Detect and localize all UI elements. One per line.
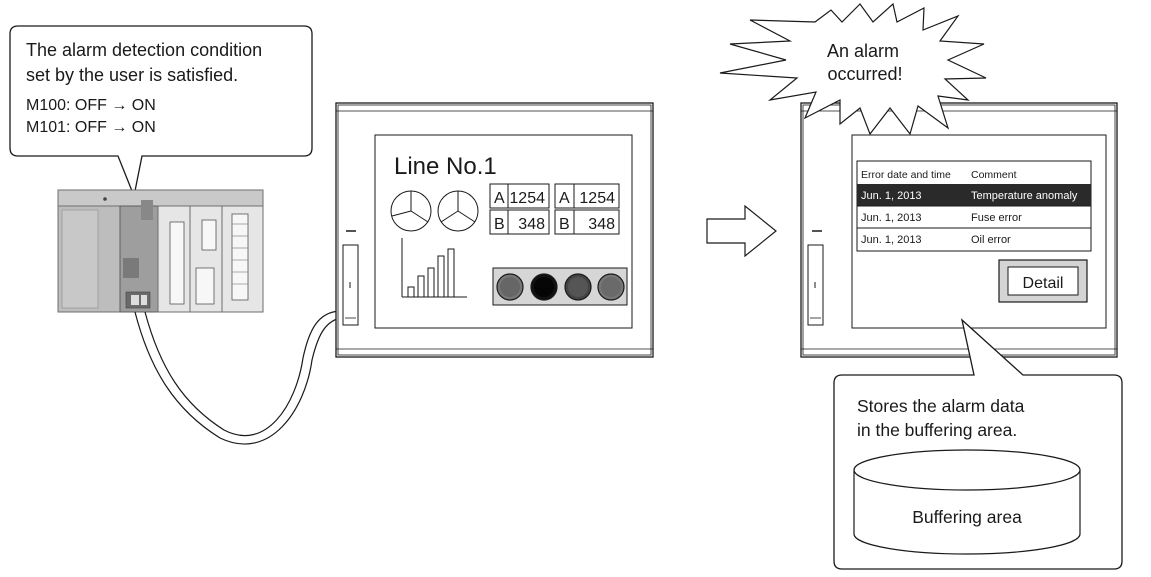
starburst-line2: occurred! [827,64,902,84]
lamp-panel [492,267,628,306]
meter-label: A [559,190,570,207]
table-row-date[interactable]: Jun. 1, 2013 [861,234,922,246]
buffering-area-cylinder-icon: Buffering area [853,449,1081,555]
condition-text-line2: set by the user is satisfied. [26,65,238,85]
meter-label: B [494,216,505,233]
pie-gauge-1 [390,190,432,232]
meter-value: 348 [588,216,615,233]
alarm-table: Error date and time Comment Jun. 1, 2013… [856,160,1092,252]
table-header-date: Error date and time [861,169,951,181]
device-m100-text: M100: OFF → ON [26,97,156,114]
numeric-display-a2: A 1254 [554,183,620,209]
starburst-line1: An alarm [827,41,899,61]
condition-callout: The alarm detection condition set by the… [9,25,313,199]
meter-label: B [559,216,570,233]
numeric-display-b1: B 348 [489,209,550,235]
buffer-callout-line1: Stores the alarm data [857,396,1025,416]
table-row-comment[interactable]: Fuse error [971,212,1022,224]
numeric-display-a1: A 1254 [489,183,550,209]
table-row-comment[interactable]: Temperature anomaly [971,190,1078,202]
got-left-display: Line No.1 A 1254 A 1254 [335,102,654,358]
meter-value: 348 [518,216,545,233]
meter-label: A [494,190,505,207]
transition-arrow-icon [706,204,777,258]
pie-gauge-2 [437,190,479,232]
bar-graph [401,238,467,298]
buffer-callout: Stores the alarm data in the buffering a… [833,318,1123,570]
table-row-date[interactable]: Jun. 1, 2013 [861,190,922,202]
meter-value: 1254 [579,190,615,207]
table-row-comment[interactable]: Oil error [971,234,1011,246]
table-row-date[interactable]: Jun. 1, 2013 [861,212,922,224]
screen-title: Line No.1 [394,153,497,180]
buffering-area-label: Buffering area [912,507,1022,527]
got-right-display: Error date and time Comment Jun. 1, 2013… [800,102,1118,358]
table-row-selected-bg [857,184,1091,206]
alarm-starburst: An alarm occurred! [719,2,987,136]
table-header-comment: Comment [971,169,1017,181]
detail-button-label[interactable]: Detail [1023,275,1064,292]
numeric-display-b2: B 348 [554,209,620,235]
meter-value: 1254 [509,190,545,207]
communication-cable [134,310,341,445]
buffer-callout-line2: in the buffering area. [857,420,1017,440]
plc-unit [57,189,264,313]
device-m101-text: M101: OFF → ON [26,119,156,136]
detail-button[interactable]: Detail [998,259,1088,303]
condition-text-line1: The alarm detection condition [26,40,262,60]
